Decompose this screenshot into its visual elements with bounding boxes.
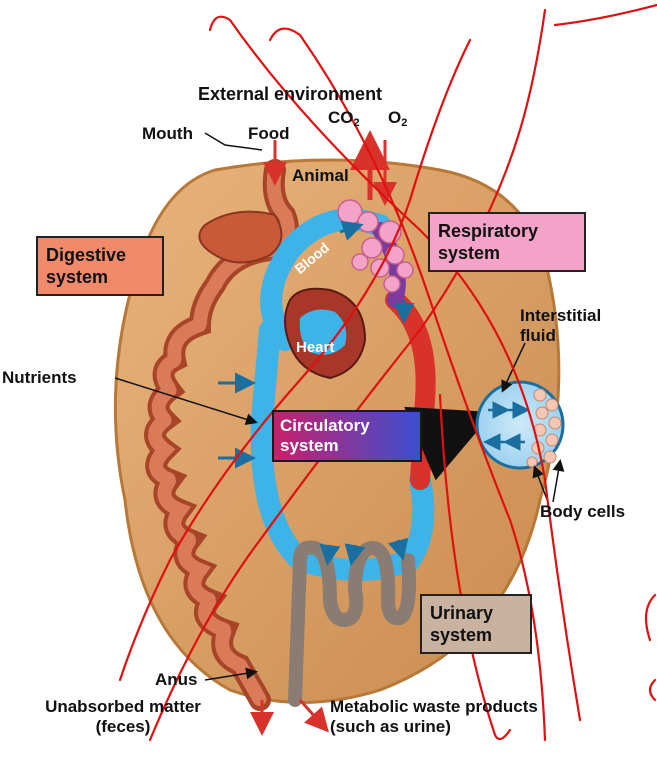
urinary-system-line1: Urinary — [430, 602, 522, 624]
digestive-system-box: Digestive system — [36, 236, 164, 296]
circulatory-system-line2: system — [280, 436, 414, 456]
respiratory-system-box: Respiratory system — [428, 212, 586, 272]
unabsorbed-matter-line2: (feces) — [8, 717, 238, 737]
food-label: Food — [248, 124, 290, 144]
nutrients-label: Nutrients — [2, 368, 77, 388]
body-cells-label: Body cells — [540, 502, 625, 522]
metabolic-waste-line1: Metabolic waste products — [330, 697, 620, 717]
o2-subscript: 2 — [401, 117, 407, 129]
metabolic-waste-line2: (such as urine) — [330, 717, 620, 737]
urinary-system-box: Urinary system — [420, 594, 532, 654]
co2-subscript: 2 — [354, 117, 360, 129]
interstitial-fluid-line2: fluid — [520, 326, 601, 346]
interstitial-fluid-line1: Interstitial — [520, 306, 601, 326]
interstitial-fluid-label: Interstitial fluid — [520, 306, 601, 346]
circulatory-system-box: Circulatory system — [272, 410, 422, 462]
respiratory-system-line1: Respiratory — [438, 220, 576, 242]
respiratory-system-line2: system — [438, 242, 576, 264]
digestive-system-line1: Digestive — [46, 244, 154, 266]
unabsorbed-matter-line1: Unabsorbed matter — [8, 697, 238, 717]
heart-label: Heart — [296, 338, 334, 358]
metabolic-waste-label: Metabolic waste products (such as urine) — [330, 697, 620, 737]
anus-label: Anus — [155, 670, 198, 690]
mouth-label: Mouth — [142, 124, 193, 144]
external-environment-label: External environment — [198, 84, 382, 104]
co2-text: CO — [328, 108, 354, 127]
co2-label: CO2 — [328, 108, 360, 133]
digestive-system-line2: system — [46, 266, 154, 288]
animal-label: Animal — [292, 166, 349, 186]
urinary-system-line2: system — [430, 624, 522, 646]
o2-label: O2 — [388, 108, 407, 133]
circulatory-system-line1: Circulatory — [280, 416, 414, 436]
unabsorbed-matter-label: Unabsorbed matter (feces) — [8, 697, 238, 737]
o2-text: O — [388, 108, 401, 127]
